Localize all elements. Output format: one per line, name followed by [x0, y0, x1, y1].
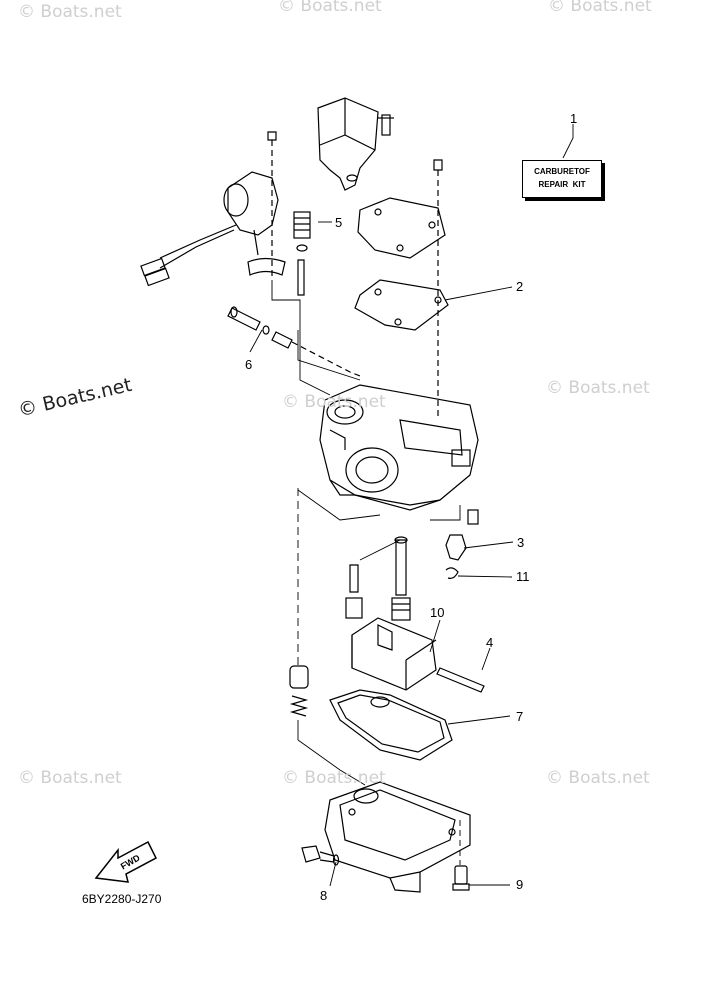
repair-kit-line1: CARBURETOF [534, 167, 590, 176]
gasket-part [329, 689, 453, 761]
main-jet-part [345, 536, 411, 621]
repair-kit-line2: REPAIR KIT [538, 180, 586, 189]
watermark-text: © Boats.net [282, 392, 386, 412]
float-bowl-part [324, 781, 471, 893]
callout-3: 3 [517, 535, 525, 550]
callout-11: 11 [516, 569, 530, 584]
float-pin-part [436, 667, 485, 693]
cover-plate-part [354, 197, 449, 331]
callout-9: 9 [516, 877, 524, 892]
callout-6: 6 [245, 357, 253, 372]
watermark-text: © Boats.net [278, 0, 382, 16]
callout-2: 2 [516, 279, 524, 294]
pilot-screw-part [227, 306, 361, 377]
callout-5: 5 [335, 215, 343, 230]
watermark-text: © Boats.net [548, 0, 652, 16]
watermark-text: © Boats.net [546, 378, 650, 398]
repair-kit-box: CARBURETOF REPAIR KIT [522, 160, 602, 198]
top-bracket-part [317, 97, 394, 191]
callout-1: 1 [570, 111, 578, 126]
diagram-code: 6BY2280-J270 [82, 892, 162, 906]
callout-leaders [249, 124, 574, 887]
solenoid-part [140, 171, 286, 287]
bowl-screw-part [452, 865, 470, 891]
drain-screw-part [301, 845, 340, 866]
watermark-text: © Boats.net [18, 768, 122, 788]
jet-part [293, 211, 311, 296]
needle-valve-part [445, 509, 479, 579]
drain-rubber-part [289, 665, 309, 717]
carburetor-body-part [319, 384, 479, 511]
screw-part [267, 131, 443, 420]
watermark-text: © Boats.net [282, 768, 386, 788]
callout-7: 7 [516, 709, 524, 724]
callout-8: 8 [320, 888, 328, 903]
guide-lines [271, 280, 461, 865]
watermark-text: © Boats.net [18, 2, 122, 22]
fwd-arrow-icon [94, 840, 157, 883]
callout-4: 4 [486, 635, 494, 650]
callout-10: 10 [430, 605, 445, 620]
float-part [351, 617, 437, 691]
watermark-text: © Boats.net [546, 768, 650, 788]
